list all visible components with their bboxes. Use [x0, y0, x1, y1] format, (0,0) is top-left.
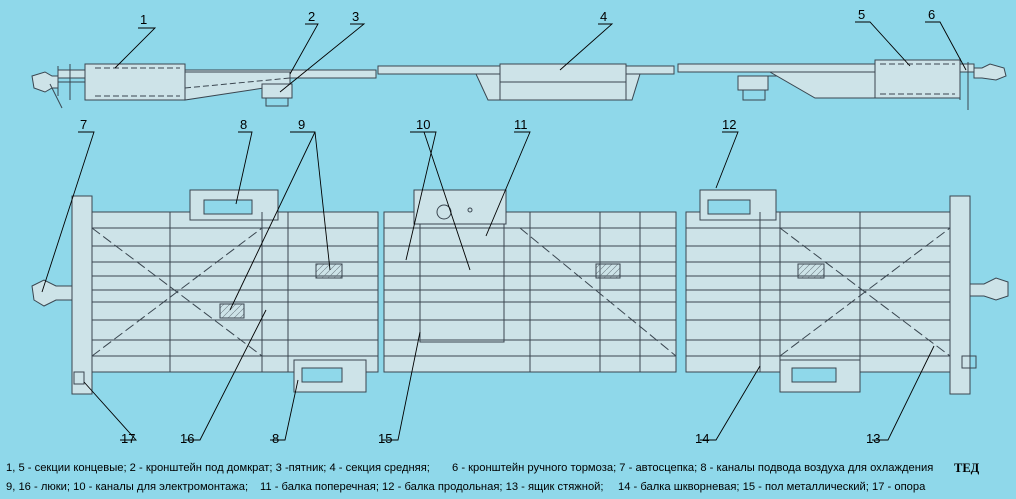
side-view-middle-section [377, 63, 675, 101]
callout-11: 11 [514, 117, 528, 132]
plan-left-end-section [71, 189, 379, 395]
callout-5: 5 [858, 7, 865, 22]
callout-2: 2 [308, 9, 315, 24]
legend-item: 14 - балка шкворневая; 15 - пол металлич… [618, 481, 926, 493]
plan-right-end-section [685, 189, 977, 395]
plan-coupler-left [31, 279, 73, 307]
plan-middle-section [383, 189, 677, 373]
legend-item: 1, 5 - секции концевые; 2 - кронштейн по… [6, 462, 430, 474]
legend-item: 9, 16 - люки; 10 - каналы для электромон… [6, 481, 249, 493]
legend-item: 6 - кронштейн ручного тормоза; 7 - автос… [452, 462, 934, 474]
callout-8-bottom: 8 [272, 431, 279, 446]
side-view-coupler-left [31, 71, 63, 109]
plan-coupler-right [969, 277, 1009, 301]
legend-item: 11 - балка поперечная; 12 - балка продол… [260, 481, 604, 493]
callout-13: 13 [866, 431, 880, 446]
callout-16: 16 [180, 431, 194, 446]
callout-17: 17 [121, 431, 135, 446]
callout-8-top: 8 [240, 117, 247, 132]
callout-1: 1 [140, 12, 147, 27]
callout-4: 4 [600, 9, 607, 24]
callout-7: 7 [80, 117, 87, 132]
callout-6: 6 [928, 7, 935, 22]
side-view-coupler-right [973, 63, 1007, 81]
legend-item: ТЕД [954, 461, 980, 475]
callout-9: 9 [298, 117, 305, 132]
side-view-right-end-section [677, 58, 975, 110]
callout-leaders [41, 21, 967, 441]
callout-12: 12 [722, 117, 736, 132]
callout-3: 3 [352, 9, 359, 24]
callout-labels: 1 2 3 4 5 6 7 8 8 9 10 11 12 13 14 15 16… [80, 7, 935, 446]
callout-15: 15 [378, 431, 392, 446]
callout-14: 14 [695, 431, 709, 446]
callout-10: 10 [416, 117, 430, 132]
side-view-left-end-section [57, 63, 377, 107]
